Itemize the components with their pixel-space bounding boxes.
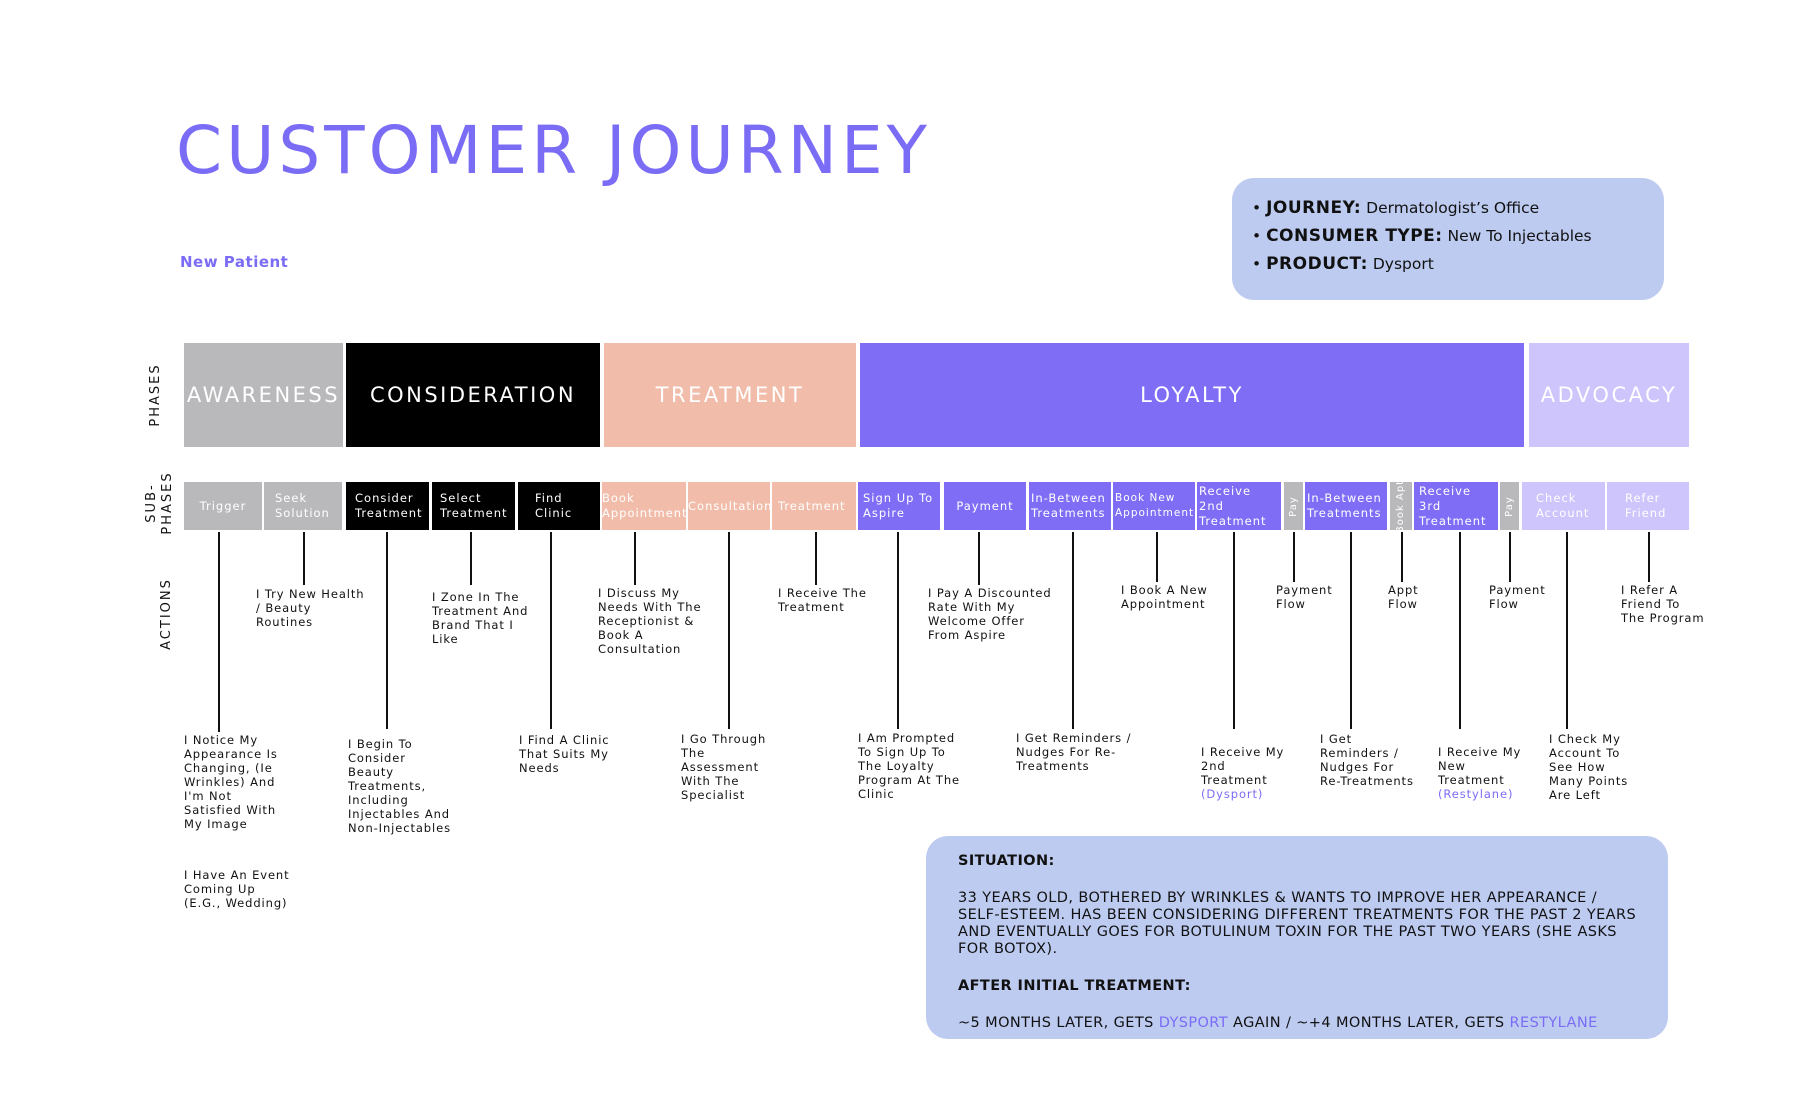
action-receive-2nd-treatment: I Receive My 2nd Treatment(Dysport): [1201, 745, 1285, 801]
connector-line: [897, 532, 899, 729]
connector-line: [303, 532, 305, 585]
connector-line: [386, 532, 388, 729]
subphase-pay-1: Pay: [1284, 482, 1303, 530]
after-treatment-heading: AFTER INITIAL TREATMENT:: [958, 978, 1191, 994]
connector-line: [1233, 532, 1235, 729]
action-find-clinic: I Find A Clinic That Suits My Needs: [519, 733, 610, 775]
action-receive-new-treatment: I Receive My New Treatment(Restylane): [1438, 745, 1522, 801]
action-refer-friend: I Refer A Friend To The Program: [1621, 583, 1705, 625]
situation-box: SITUATION: 33 YEARS OLD, BOTHERED BY WRI…: [926, 836, 1668, 1039]
row-label-actions: ACTIONS: [159, 578, 174, 650]
action-appt-flow: Appt Flow: [1388, 583, 1419, 611]
subphase-book-appointment: Book Appointment: [602, 482, 686, 530]
subphase-trigger: Trigger: [184, 482, 262, 530]
subphase-sign-up-aspire: Sign Up To Aspire: [858, 482, 940, 530]
subphase-in-between-treatments-2: In-Between Treatments: [1305, 482, 1387, 530]
subphase-receive-3rd-treatment: Receive 3rd Treatment: [1414, 482, 1498, 530]
action-pay-discounted: I Pay A Discounted Rate With My Welcome …: [928, 586, 1052, 642]
phase-awareness: AWARENESS: [184, 343, 343, 447]
action-prompted-sign-up: I Am Prompted To Sign Up To The Loyalty …: [858, 731, 960, 801]
action-event-coming-up: I Have An Event Coming Up (E.G., Wedding…: [184, 868, 290, 910]
connector-line: [550, 532, 552, 729]
subphase-consultation: Consultation: [688, 482, 770, 530]
phase-consideration: CONSIDERATION: [346, 343, 600, 447]
phase-treatment: TREATMENT: [604, 343, 856, 447]
connector-line: [218, 532, 220, 732]
action-book-new-appointment: I Book A New Appointment: [1121, 583, 1208, 611]
action-payment-flow-1: Payment Flow: [1276, 583, 1333, 611]
action-consider-treatments: I Begin To Consider Beauty Treatments, I…: [348, 737, 451, 835]
connector-line: [1648, 532, 1650, 582]
phase-advocacy: ADVOCACY: [1529, 343, 1689, 447]
connector-line: [1156, 532, 1158, 582]
subphase-payment: Payment: [944, 482, 1026, 530]
subphase-book-apt: Book Apt: [1390, 482, 1412, 530]
connector-line: [1401, 532, 1403, 582]
subphase-book-new-appointment: Book New Appointment: [1113, 482, 1195, 530]
action-payment-flow-2: Payment Flow: [1489, 583, 1546, 611]
connector-line: [728, 532, 730, 729]
subphase-seek-solution: Seek Solution: [264, 482, 342, 530]
connector-line: [1072, 532, 1074, 729]
subphase-check-account: Check Account: [1522, 482, 1605, 530]
subphase-treatment: Treatment: [772, 482, 856, 530]
connector-line: [1293, 532, 1295, 582]
action-check-account: I Check My Account To See How Many Point…: [1549, 732, 1629, 802]
action-try-health-routines: I Try New Health / Beauty Routines: [256, 587, 365, 629]
phase-loyalty: LOYALTY: [860, 343, 1524, 447]
subphase-in-between-treatments: In-Between Treatments: [1029, 482, 1111, 530]
connector-line: [470, 532, 472, 585]
info-journey: • JOURNEY: Dermatologist’s Office: [1252, 198, 1540, 218]
situation-heading: SITUATION:: [958, 853, 1055, 869]
connector-line: [978, 532, 980, 585]
journey-info-box: • JOURNEY: Dermatologist’s Office • CONS…: [1232, 178, 1664, 300]
action-get-reminders: I Get Reminders / Nudges For Re- Treatme…: [1016, 731, 1132, 773]
action-zone-in-treatment: I Zone In The Treatment And Brand That I…: [432, 590, 529, 646]
subphase-pay-2: Pay: [1500, 482, 1519, 530]
situation-text: 33 YEARS OLD, BOTHERED BY WRINKLES & WAN…: [958, 890, 1637, 957]
action-assessment: I Go Through The Assessment With The Spe…: [681, 732, 767, 802]
connector-line: [815, 532, 817, 585]
info-product: • PRODUCT: Dysport: [1252, 254, 1434, 274]
row-label-phases: PHASES: [148, 363, 163, 427]
action-get-reminders-2: I Get Reminders / Nudges For Re-Treatmen…: [1320, 732, 1414, 788]
page-title: CUSTOMER JOURNEY: [176, 112, 932, 189]
subphase-consider-treatment: Consider Treatment: [346, 482, 429, 530]
connector-line: [1566, 532, 1568, 729]
action-receive-treatment: I Receive The Treatment: [778, 586, 867, 614]
subphase-refer-friend: Refer Friend: [1607, 482, 1689, 530]
action-discuss-needs: I Discuss My Needs With The Receptionist…: [598, 586, 702, 656]
subphase-receive-2nd-treatment: Receive 2nd Treatment: [1197, 482, 1281, 530]
after-treatment-text: ~5 MONTHS LATER, GETS DYSPORT AGAIN / ~+…: [958, 1015, 1598, 1031]
action-notice-appearance: I Notice My Appearance Is Changing, (Ie …: [184, 733, 278, 831]
connector-line: [1509, 532, 1511, 582]
connector-line: [634, 532, 636, 585]
subphase-select-treatment: Select Treatment: [432, 482, 515, 530]
page-subtitle: New Patient: [180, 253, 289, 271]
connector-line: [1459, 532, 1461, 729]
row-label-subphases: SUB-PHASES: [144, 471, 175, 535]
subphase-find-clinic: Find Clinic: [518, 482, 600, 530]
connector-line: [1350, 532, 1352, 729]
info-consumer-type: • CONSUMER TYPE: New To Injectables: [1252, 226, 1592, 246]
